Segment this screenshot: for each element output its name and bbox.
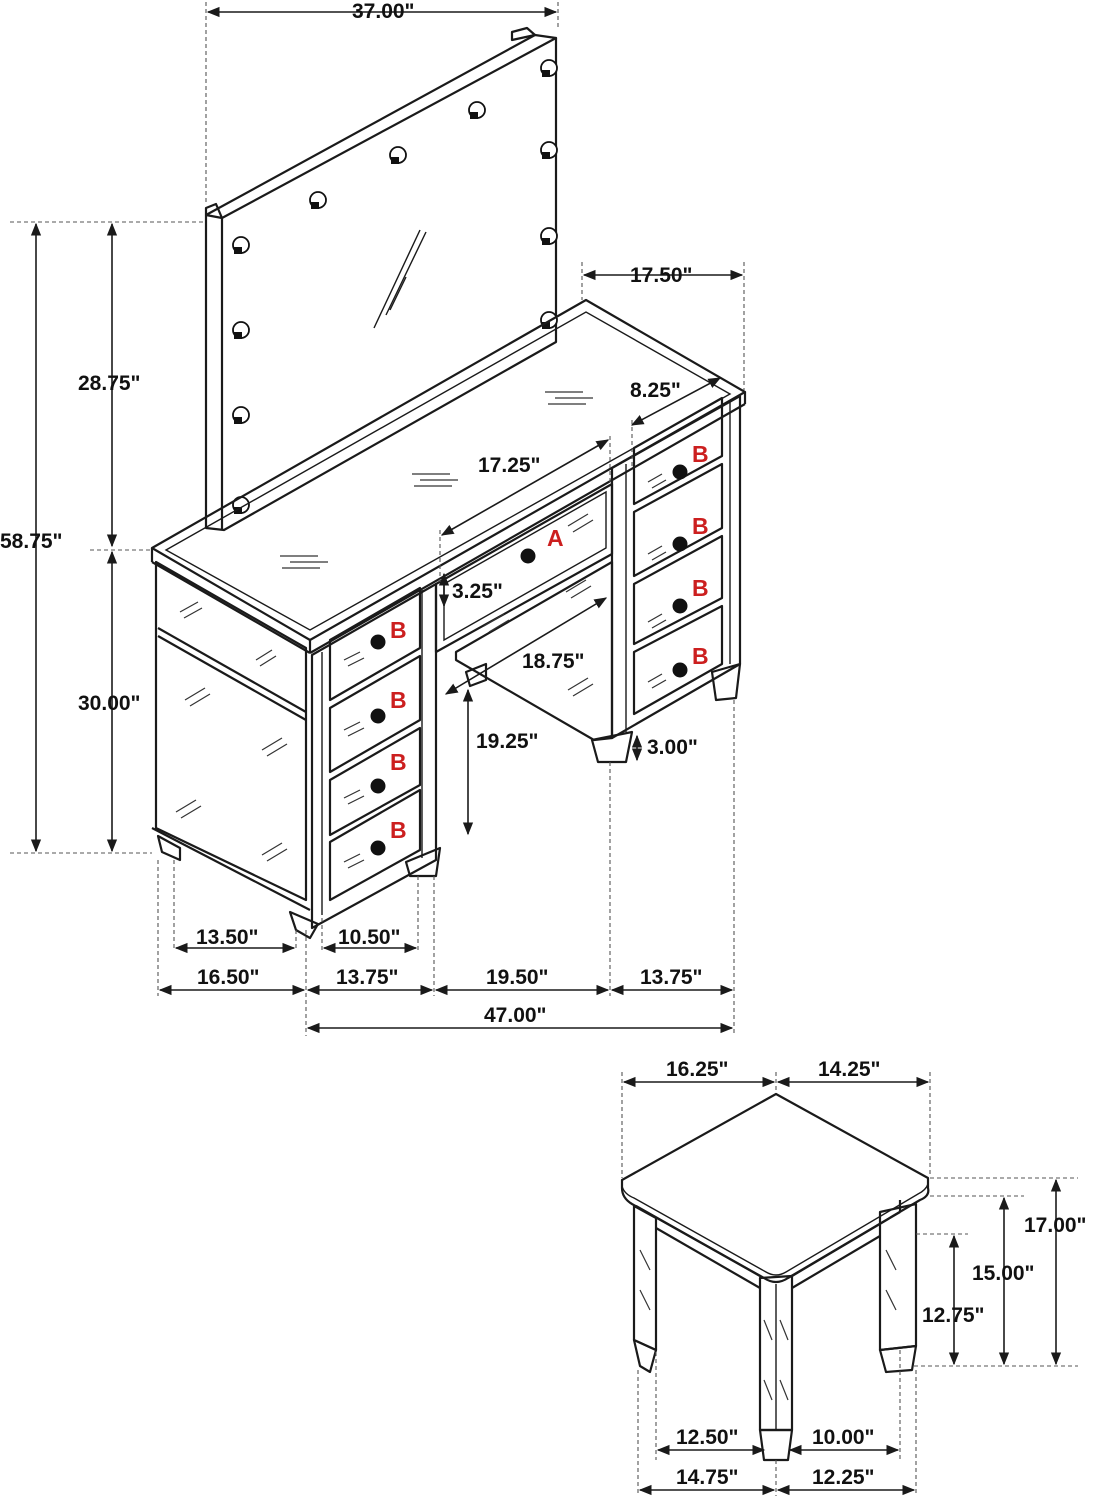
dim-knee-height: 19.25" [476, 730, 539, 753]
dim-center-drawer-depth: 17.25" [478, 454, 541, 477]
drawer-label-a: A [547, 525, 564, 551]
stool-dim-top-width-right: 14.25" [818, 1058, 881, 1081]
dim-mirror-width: 37.00" [352, 0, 415, 23]
drawer-label-b: B [692, 513, 709, 539]
drawer-label-b: B [390, 687, 407, 713]
drawer-label-b: B [692, 441, 709, 467]
dim-center-drawer-height: 3.25" [452, 580, 503, 603]
dim-knee-width: 19.50" [486, 966, 549, 989]
dim-total-height: 58.75" [0, 530, 63, 553]
drawer-label-b: B [390, 617, 407, 643]
drawer-label-b: B [692, 643, 709, 669]
dim-drawer-inner-width: 10.50" [338, 926, 401, 949]
drawer-label-b: B [390, 749, 407, 775]
vanity-desk [150, 298, 747, 940]
stool-dim-total-height: 17.00" [1024, 1214, 1087, 1237]
stool-dim-outer-width-right: 12.25" [812, 1466, 875, 1489]
vanity-dimension-lines [10, 2, 745, 1036]
dim-inner-left-width: 13.50" [196, 926, 259, 949]
drawer-label-b: B [692, 575, 709, 601]
dim-mirror-height: 28.75" [78, 372, 141, 395]
stool-dim-inner-width-right: 10.00" [812, 1426, 875, 1449]
dim-side-drawer-depth: 8.25" [630, 379, 681, 402]
dim-desk-height: 30.00" [78, 692, 141, 715]
mirror-bulbs [232, 59, 558, 514]
dim-depth: 17.50" [630, 264, 693, 287]
stool-dim-outer-width-left: 14.75" [676, 1466, 739, 1489]
stool [620, 1092, 930, 1462]
dim-leg-height: 3.00" [647, 736, 698, 759]
stool-dim-top-width-left: 16.25" [666, 1058, 729, 1081]
left-drawers [328, 586, 422, 902]
dim-total-width: 47.00" [484, 1004, 547, 1027]
dim-left-cabinet-width: 16.50" [197, 966, 260, 989]
mirror [204, 26, 558, 532]
stool-dim-leg-inner-height: 12.75" [922, 1304, 985, 1327]
dim-knee-depth: 18.75" [522, 650, 585, 673]
stool-dim-apron-height: 15.00" [972, 1262, 1035, 1285]
drawer-knobs [370, 464, 688, 856]
dim-right-drawers-width: 13.75" [640, 966, 703, 989]
stool-dimension-lines [621, 1072, 1078, 1496]
dim-left-drawers-width: 13.75" [336, 966, 399, 989]
drawer-label-b: B [390, 817, 407, 843]
stool-dim-inner-width-left: 12.50" [676, 1426, 739, 1449]
